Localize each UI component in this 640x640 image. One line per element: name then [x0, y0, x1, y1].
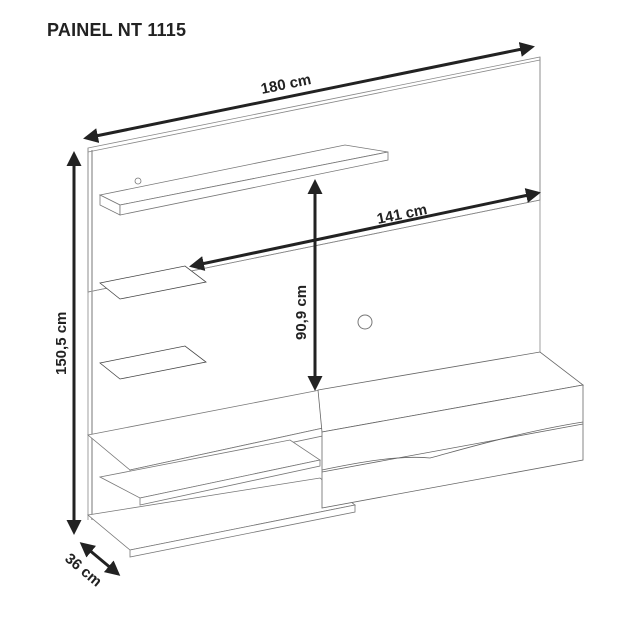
cable-hole — [357, 314, 373, 330]
width-arrow — [83, 42, 535, 143]
glass-shelf-2 — [99, 345, 207, 380]
top-shelf — [98, 144, 389, 216]
depth-arrow — [79, 542, 121, 576]
product-title: PAINEL NT 1115 — [47, 20, 187, 40]
height-label: 150,5 cm — [53, 312, 70, 375]
glass-shelf-1 — [99, 265, 207, 300]
tv-rack — [317, 351, 584, 509]
rack-width-arrow — [189, 188, 541, 271]
shelf-gap-label: 90,9 cm — [293, 285, 310, 340]
lower-shelves — [87, 389, 361, 558]
